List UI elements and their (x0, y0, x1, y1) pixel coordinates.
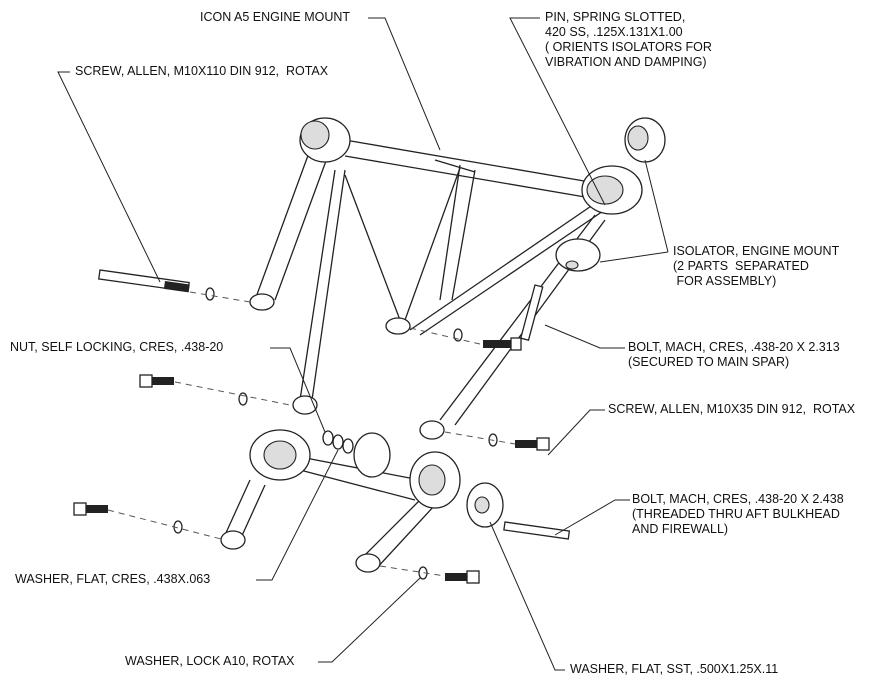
label-line: BOLT, MACH, CRES, .438-20 X 2.438 (632, 492, 844, 506)
label-screw-m10x35: SCREW, ALLEN, M10X35 DIN 912, ROTAX (608, 402, 856, 416)
label-washer-flat-sst: WASHER, FLAT, SST, .500X1.25X.11 (570, 662, 779, 676)
bushings (220, 293, 445, 573)
label-line: (THREADED THRU AFT BULKHEAD (632, 507, 840, 521)
lower-left-cup (249, 429, 311, 481)
label-line: ( ORIENTS ISOLATORS FOR (545, 40, 712, 54)
label-bolt-2438: BOLT, MACH, CRES, .438-20 X 2.438 (THREA… (632, 492, 844, 537)
isolator-lower (555, 238, 601, 272)
centerlines (107, 291, 516, 577)
label-spring-pin: PIN, SPRING SLOTTED, 420 SS, .125X.131X1… (545, 10, 712, 70)
mount-frame (224, 139, 613, 571)
lower-right-cup (409, 451, 461, 509)
label-line: (2 PARTS SEPARATED (673, 259, 809, 273)
label-line: FOR ASSEMBLY) (673, 274, 777, 288)
upper-left-cup (299, 117, 351, 163)
label-washer-lock: WASHER, LOCK A10, ROTAX (125, 654, 295, 668)
label-line: PIN, SPRING SLOTTED, (545, 10, 686, 24)
label-line: ISOLATOR, ENGINE MOUNT (673, 244, 840, 258)
label-line: BOLT, MACH, CRES, .438-20 X 2.313 (628, 340, 840, 354)
label-washer-flat-cres: WASHER, FLAT, CRES, .438X.063 (15, 572, 211, 586)
label-line: VIBRATION AND DAMPING) (545, 55, 707, 69)
label-engine-mount: ICON A5 ENGINE MOUNT (200, 10, 351, 24)
isolator-mid (353, 432, 504, 528)
label-nut: NUT, SELF LOCKING, CRES, .438-20 (10, 340, 224, 354)
label-line: (SECURED TO MAIN SPAR) (628, 355, 790, 369)
label-isolator: ISOLATOR, ENGINE MOUNT (2 PARTS SEPARATE… (673, 244, 839, 289)
isolator-upper (624, 117, 666, 163)
label-line: 420 SS, .125X.131X1.00 (545, 25, 683, 39)
label-bolt-2313: BOLT, MACH, CRES, .438-20 X 2.313 (SECUR… (628, 340, 840, 370)
upper-right-cup (581, 165, 643, 215)
screws (73, 269, 571, 584)
leader-lines (57, 17, 669, 671)
label-line: AND FIREWALL) (632, 522, 729, 536)
washers (173, 287, 498, 580)
label-screw-m10x110: SCREW, ALLEN, M10X110 DIN 912, ROTAX (75, 64, 329, 78)
